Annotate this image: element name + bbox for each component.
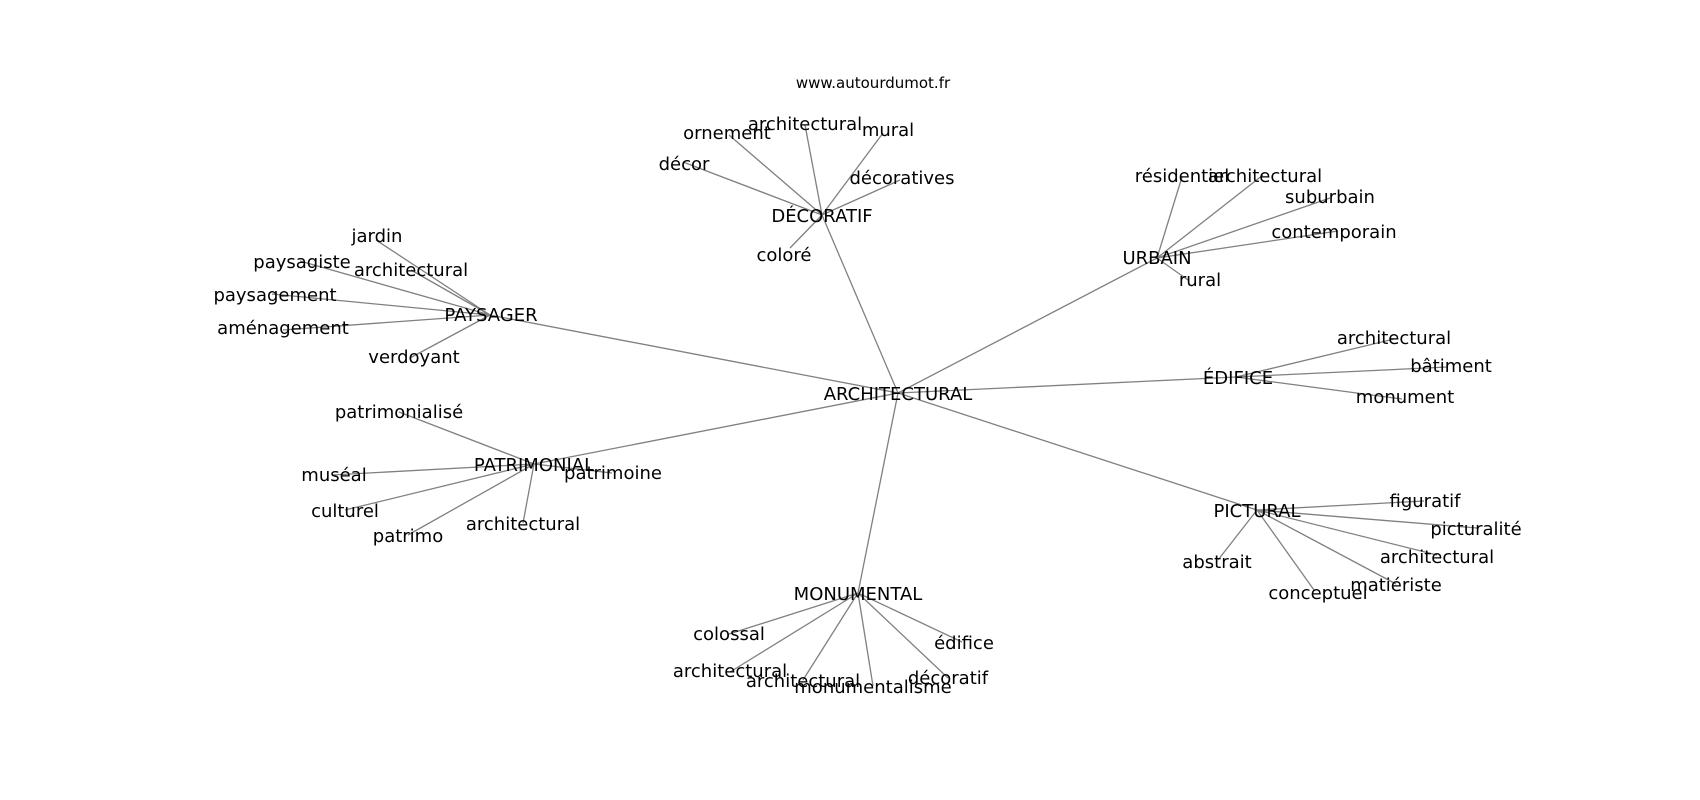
graph-edges bbox=[271, 124, 1478, 687]
edge-monumental-edifice bbox=[857, 592, 963, 643]
edge-decoratif-colore bbox=[789, 214, 823, 249]
node-leaf-patrimonial-museal: muséal bbox=[301, 465, 366, 486]
node-leaf-patrimonial-culturel: culturel bbox=[311, 501, 379, 522]
node-leaf-urbain-contemporain: contemporain bbox=[1271, 222, 1396, 243]
edge-urbain-residentiel bbox=[1156, 176, 1183, 259]
edge-urbain-architectural bbox=[1156, 174, 1264, 259]
node-hub-paysager: PAYSAGER bbox=[444, 305, 537, 326]
node-leaf-pictural-matieriste: matiériste bbox=[1350, 575, 1442, 596]
node-hub-urbain: URBAIN bbox=[1122, 248, 1191, 269]
node-leaf-monumental-edifice: édifice bbox=[934, 633, 994, 654]
node-leaf-paysager-jardin: jardin bbox=[351, 226, 403, 247]
node-leaf-monumental-monumentalisme: monumentalisme bbox=[794, 677, 951, 698]
edge-root-monumental bbox=[857, 392, 899, 594]
edge-root-urbain bbox=[897, 257, 1158, 394]
node-leaf-monumental-decoratif: décoratif bbox=[908, 668, 989, 689]
node-leaf-decoratif-decoratives: décoratives bbox=[849, 168, 954, 189]
node-hub-decoratif: DÉCORATIF bbox=[771, 205, 872, 227]
node-leaf-patrimonial-patrimoine: patrimoine bbox=[564, 463, 662, 484]
node-leaf-decoratif-ornement: ornement bbox=[683, 123, 771, 144]
node-leaf-paysager-verdoyant: verdoyant bbox=[368, 347, 459, 368]
node-root-architectural: ARCHITECTURAL bbox=[824, 384, 973, 405]
edge-paysager-amenagement bbox=[282, 314, 491, 331]
node-leaf-monumental-colossal: colossal bbox=[693, 624, 765, 645]
node-leaf-monumental-architectural-2: architectural bbox=[746, 671, 860, 692]
edge-patrimonial-patrimoine bbox=[533, 463, 613, 474]
node-leaf-paysager-paysagement: paysagement bbox=[213, 285, 336, 306]
edge-pictural-abstrait bbox=[1217, 509, 1258, 561]
edge-root-paysager bbox=[489, 314, 899, 394]
edge-paysager-verdoyant bbox=[409, 314, 491, 359]
node-hub-edifice: ÉDIFICE bbox=[1203, 367, 1273, 389]
edge-decoratif-decor bbox=[682, 161, 823, 216]
edge-monumental-monumentalisme bbox=[857, 592, 874, 687]
edge-root-edifice bbox=[897, 376, 1237, 394]
node-leaf-patrimonial-patrimonialise: patrimonialisé bbox=[335, 402, 463, 423]
edge-edifice-architectural bbox=[1235, 338, 1395, 378]
node-leaf-edifice-monument: monument bbox=[1356, 387, 1454, 408]
node-leaf-decoratif-architectural: architectural bbox=[748, 114, 862, 135]
edge-urbain-rural bbox=[1156, 257, 1189, 281]
node-leaf-edifice-batiment: bâtiment bbox=[1410, 356, 1492, 377]
source-url: www.autourdumot.fr bbox=[796, 74, 951, 92]
node-leaf-decoratif-colore: coloré bbox=[756, 245, 811, 266]
edge-monumental-architectural-2 bbox=[802, 592, 859, 681]
edge-decoratif-decoratives bbox=[821, 179, 901, 216]
edge-decoratif-ornement bbox=[728, 134, 823, 216]
edge-decoratif-mural bbox=[821, 132, 884, 216]
node-leaf-pictural-picturalite: picturalité bbox=[1430, 519, 1521, 540]
edge-paysager-architectural bbox=[410, 269, 491, 316]
edge-monumental-architectural-1 bbox=[729, 592, 859, 673]
edge-patrimonial-patrimo bbox=[407, 463, 535, 536]
edge-paysager-paysagiste bbox=[299, 260, 491, 316]
node-leaf-paysager-paysagiste: paysagiste bbox=[253, 252, 350, 273]
edge-pictural-architectural bbox=[1256, 509, 1438, 556]
edge-paysager-jardin bbox=[375, 239, 491, 316]
node-hub-patrimonial: PATRIMONIAL bbox=[474, 455, 594, 476]
edge-pictural-figuratif bbox=[1256, 500, 1425, 511]
edge-patrimonial-architectural bbox=[522, 463, 535, 524]
edge-paysager-paysagement bbox=[271, 293, 491, 316]
node-leaf-urbain-rural: rural bbox=[1179, 270, 1221, 291]
edge-patrimonial-patrimonialise bbox=[398, 411, 535, 465]
edge-monumental-colossal bbox=[728, 592, 859, 635]
node-hub-monumental: MONUMENTAL bbox=[794, 584, 923, 605]
edge-monumental-decoratif bbox=[857, 592, 949, 679]
node-leaf-patrimonial-architectural: architectural bbox=[466, 514, 580, 535]
node-leaf-paysager-architectural: architectural bbox=[354, 260, 468, 281]
node-leaf-urbain-suburbain: suburbain bbox=[1285, 187, 1375, 208]
edge-patrimonial-culturel bbox=[344, 463, 535, 511]
edge-pictural-picturalite bbox=[1256, 509, 1478, 529]
edge-root-patrimonial bbox=[533, 392, 899, 465]
edge-decoratif-architectural bbox=[804, 124, 823, 216]
node-leaf-edifice-architectural: architectural bbox=[1337, 328, 1451, 349]
edge-urbain-suburbain bbox=[1156, 197, 1331, 259]
edge-pictural-matieriste bbox=[1256, 509, 1397, 585]
edge-edifice-batiment bbox=[1235, 366, 1449, 378]
node-leaf-patrimonial-patrimo: patrimo bbox=[373, 526, 443, 547]
node-leaf-urbain-residentiel: résidentiel bbox=[1135, 166, 1230, 187]
edge-root-decoratif bbox=[821, 214, 899, 394]
node-leaf-decoratif-decor: décor bbox=[659, 154, 710, 175]
node-leaf-paysager-amenagement: aménagement bbox=[217, 318, 349, 339]
edge-pictural-conceptuel bbox=[1256, 509, 1315, 591]
node-hub-pictural: PICTURAL bbox=[1213, 501, 1300, 522]
edge-edifice-monument bbox=[1235, 376, 1403, 400]
node-leaf-pictural-abstrait: abstrait bbox=[1182, 552, 1251, 573]
node-leaf-pictural-figuratif: figuratif bbox=[1390, 491, 1462, 512]
node-leaf-pictural-conceptuel: conceptuel bbox=[1268, 583, 1367, 604]
node-leaf-pictural-architectural: architectural bbox=[1380, 547, 1494, 568]
node-leaf-urbain-architectural: architectural bbox=[1208, 166, 1322, 187]
edge-root-pictural bbox=[897, 392, 1258, 511]
edge-urbain-contemporain bbox=[1156, 230, 1339, 259]
node-leaf-monumental-architectural-1: architectural bbox=[673, 661, 787, 682]
edge-patrimonial-museal bbox=[331, 463, 535, 476]
node-leaf-decoratif-mural: mural bbox=[862, 120, 914, 141]
graph-labels: ARCHITECTURALDÉCORATIFornementarchitectu… bbox=[213, 114, 1521, 698]
